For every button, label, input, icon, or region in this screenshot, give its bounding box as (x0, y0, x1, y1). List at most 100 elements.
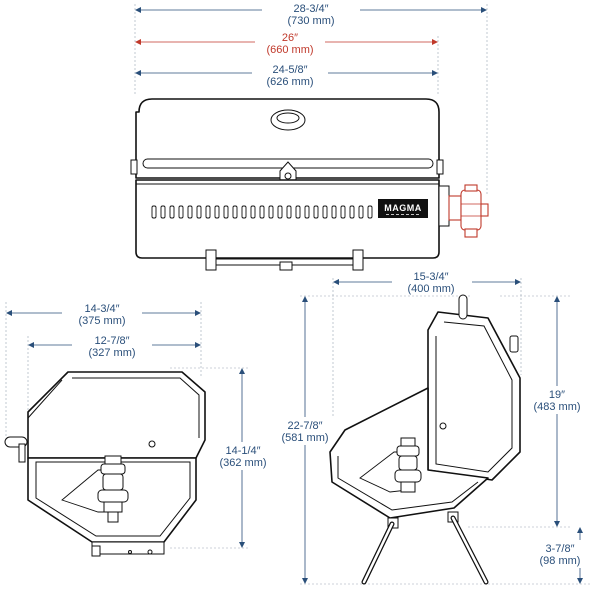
arrowhead (302, 578, 308, 584)
valve-nut (394, 469, 422, 483)
overall-width-metric: (730 mm) (287, 15, 334, 27)
arrowhead (333, 279, 339, 285)
foot-screw (128, 550, 132, 554)
base-inner-edge (35, 461, 191, 537)
body-width-metric: (626 mm) (266, 76, 313, 88)
vent-slot (250, 205, 256, 219)
lid-pivot-screw (148, 440, 156, 448)
vent-slot (304, 205, 310, 219)
vent-slot (358, 205, 364, 219)
arrowhead (239, 368, 245, 374)
vent-slot (331, 205, 337, 219)
closed-lid (27, 371, 206, 459)
latch-pin (284, 172, 292, 180)
closed-valve-assembly (97, 455, 129, 523)
overall-height-imperial: 22-7/8″ (287, 420, 322, 432)
grill-front-view: MAGMA (130, 98, 489, 271)
brand-logo-plate (378, 199, 428, 218)
arrowhead (432, 70, 438, 76)
thermometer-dome-inner (276, 112, 300, 124)
lid-height-imperial: 19″ (549, 389, 565, 401)
control-bracket (438, 185, 450, 227)
height-metric: (362 mm) (219, 457, 266, 469)
open-lid (427, 311, 521, 481)
base-inner-edge (337, 456, 479, 511)
leg-height-imperial: 3-7/8″ (546, 543, 575, 555)
lid-hinge-tab (509, 335, 519, 353)
grill-base (135, 179, 440, 259)
label-mask (72, 333, 152, 360)
label-mask (529, 540, 591, 568)
vent-slot (232, 205, 238, 219)
vent-slot (340, 205, 346, 219)
overall-width-imperial: 28-3/4″ (293, 3, 328, 15)
arrowhead (302, 296, 308, 302)
vent-slot (151, 205, 157, 219)
valve-body (460, 189, 482, 231)
valve-nut (97, 489, 129, 503)
vent-slot (214, 205, 220, 219)
leg-left-highlight (362, 522, 394, 584)
vent-slot (169, 205, 175, 219)
side-view-open-dimensions: 15-3/4″ (400 mm) 22-7/8″ (581 mm) 19″ (4… (274, 269, 591, 585)
lid-bevel (27, 379, 63, 419)
arrowhead (515, 279, 521, 285)
label-mask (255, 30, 325, 56)
arrowhead (135, 70, 141, 76)
side-view-closed-dimensions: 14-3/4″ (375 mm) 12-7/8″ (327 mm) 14-1/4… (5, 301, 274, 549)
valve-tip (107, 511, 119, 523)
vent-slot (205, 205, 211, 219)
lid-handle (458, 294, 468, 320)
body-depth-imperial: 12-7/8″ (94, 335, 129, 347)
valve-top (104, 455, 122, 465)
label-mask (212, 442, 274, 470)
valve-cap-top (464, 184, 478, 192)
arrowhead (432, 39, 438, 45)
arrowhead (195, 342, 201, 348)
open-lid-inner-edge (435, 321, 513, 473)
body-width-imperial: 24-5/8″ (272, 64, 307, 76)
grill-lid (135, 98, 440, 179)
brand-logo: MAGMA (384, 203, 422, 213)
mount-clamp (279, 261, 293, 271)
body-depth-metric: (327 mm) (88, 347, 135, 359)
valve-ring (396, 445, 420, 457)
valve-body (398, 455, 418, 471)
valve-ring (100, 463, 126, 475)
control-valve (448, 184, 489, 238)
leg-height-metric: (98 mm) (540, 555, 581, 567)
label-mask (252, 62, 328, 88)
arrowhead (28, 342, 34, 348)
grill-side-view-open (329, 294, 521, 585)
label-mask (392, 269, 472, 296)
side-tab-right (436, 159, 444, 175)
arrowhead (6, 310, 12, 316)
valve-cap-bottom (464, 228, 478, 238)
vent-slot (313, 205, 319, 219)
foot-screw (147, 549, 153, 555)
arrowhead (554, 521, 560, 527)
valve-knob (480, 203, 489, 217)
front-view-dimensions: 28-3/4″ (730 mm) 26″ (660 mm) 24-5/8″ (6… (134, 1, 488, 195)
foot-clip (91, 545, 101, 557)
vent-slot (367, 205, 373, 219)
vent-slots (151, 205, 373, 219)
valve-stem (400, 481, 416, 493)
open-depth-imperial: 15-3/4″ (413, 271, 448, 283)
lid-pivot-screw (439, 422, 447, 430)
foot-plate (91, 541, 165, 555)
grill-side-view-closed (4, 371, 206, 557)
vent-slot (178, 205, 184, 219)
vent-slot (295, 205, 301, 219)
vent-slot (277, 205, 283, 219)
lid-height-metric: (483 mm) (533, 401, 580, 413)
valve-stem (103, 501, 123, 513)
vent-slot (259, 205, 265, 219)
mount-leg-right (352, 249, 364, 271)
arrowhead (481, 7, 487, 13)
leg-right-highlight (451, 516, 488, 584)
arrowhead (554, 296, 560, 302)
height-imperial: 14-1/4″ (225, 445, 260, 457)
side-tab-left (130, 159, 138, 175)
